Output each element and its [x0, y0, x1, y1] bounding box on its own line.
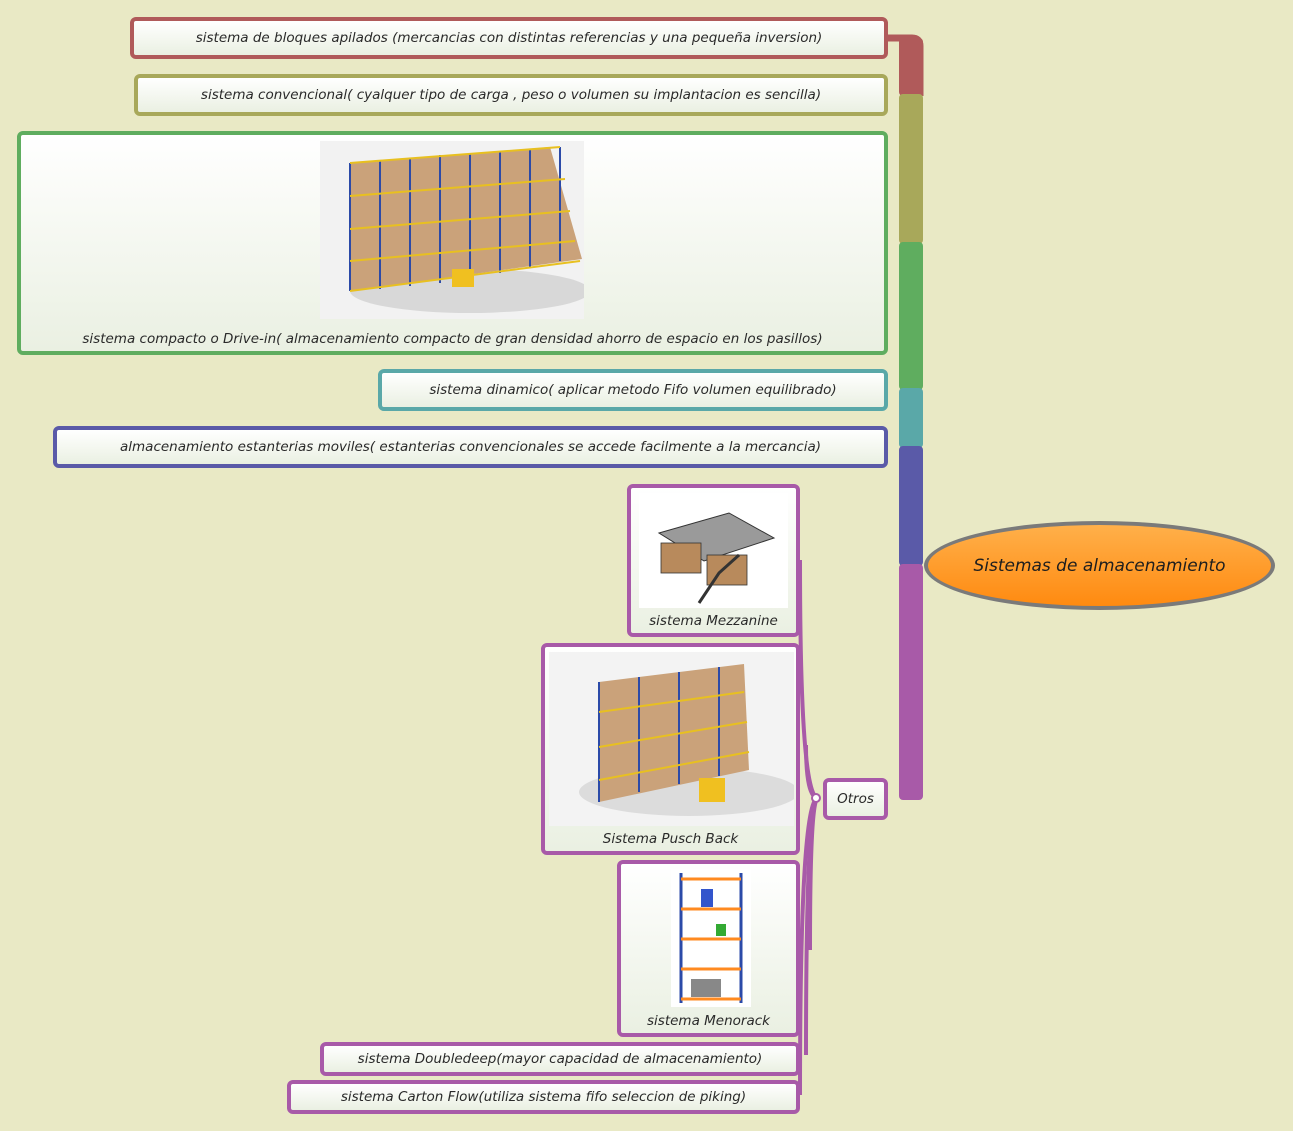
node-label: almacenamiento estanterias moviles( esta…: [120, 439, 821, 455]
node-label: sistema Menorack: [647, 1013, 770, 1029]
node-cartonflow[interactable]: sistema Carton Flow(utiliza sistema fifo…: [287, 1080, 800, 1114]
node-bloques[interactable]: sistema de bloques apilados (mercancias …: [130, 17, 888, 59]
node-mezzanine[interactable]: sistema Mezzanine: [627, 484, 800, 637]
branch-bar-convencional: [899, 94, 923, 244]
node-moviles[interactable]: almacenamiento estanterias moviles( esta…: [53, 426, 888, 468]
otros-child-link: [808, 796, 820, 951]
drive-in-rack-image: [320, 141, 584, 319]
node-pushback[interactable]: Sistema Pusch Back: [541, 643, 800, 855]
node-label: sistema Doubledeep(mayor capacidad de al…: [357, 1051, 763, 1067]
node-label: sistema Carton Flow(utiliza sistema fifo…: [340, 1089, 747, 1105]
node-otros[interactable]: Otros: [823, 778, 888, 820]
node-label: sistema dinamico( aplicar metodo Fifo vo…: [429, 382, 837, 398]
otros-child-link: [804, 744, 819, 800]
push-back-rack-image: [549, 652, 794, 826]
node-doubledeep[interactable]: sistema Doubledeep(mayor capacidad de al…: [320, 1042, 800, 1076]
branch-bar-moviles: [899, 446, 923, 566]
shelving-image: [671, 869, 751, 1007]
node-convencional[interactable]: sistema convencional( cyalquer tipo de c…: [134, 74, 888, 116]
branch-bar-compacto: [899, 242, 923, 390]
node-menorack[interactable]: sistema Menorack: [617, 860, 800, 1037]
central-topic-label: Sistemas de almacenamiento: [973, 555, 1226, 576]
node-label: sistema de bloques apilados (mercancias …: [195, 30, 823, 46]
node-compacto[interactable]: sistema compacto o Drive-in( almacenamie…: [17, 131, 888, 355]
mezzanine-image: [639, 493, 788, 608]
node-label: sistema compacto o Drive-in( almacenamie…: [82, 331, 823, 347]
collapse-toggle: [811, 793, 821, 803]
central-topic[interactable]: Sistemas de almacenamiento: [924, 521, 1275, 610]
branch-bar-bloques: [899, 38, 923, 96]
node-label: sistema convencional( cyalquer tipo de c…: [200, 87, 822, 103]
node-dinamico[interactable]: sistema dinamico( aplicar metodo Fifo vo…: [378, 369, 888, 411]
node-label: sistema Mezzanine: [649, 613, 778, 629]
node-label: Otros: [837, 791, 874, 807]
branch-bar-dinamico: [899, 388, 923, 448]
otros-child-link: [798, 559, 819, 800]
node-label: Sistema Pusch Back: [602, 831, 739, 847]
branch-bar-otros: [899, 564, 923, 800]
